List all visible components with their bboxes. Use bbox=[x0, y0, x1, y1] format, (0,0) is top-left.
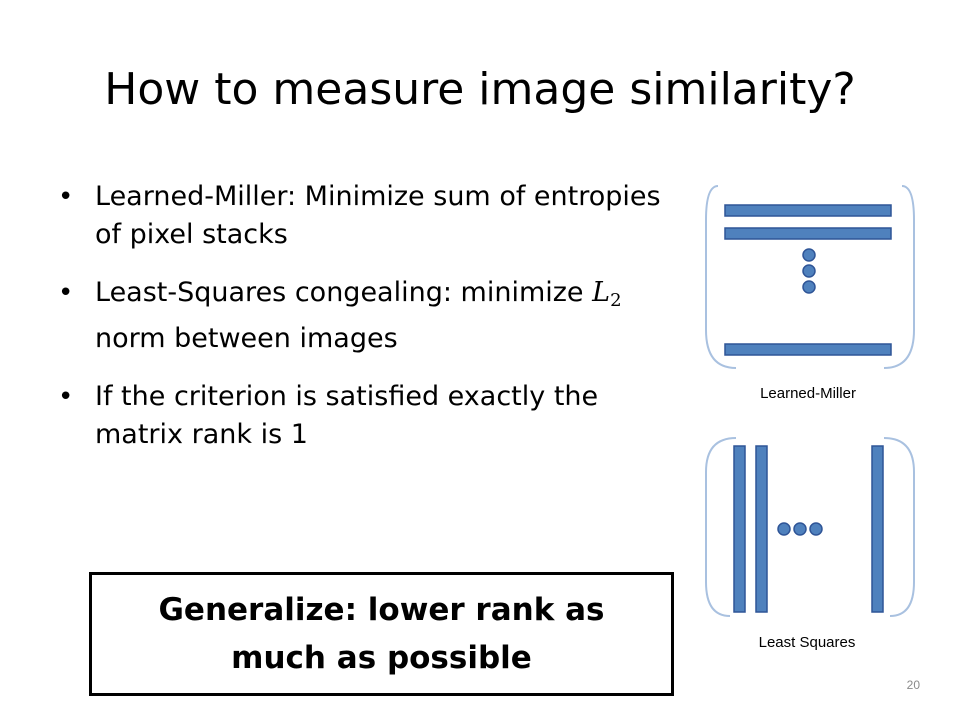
ellipsis-dot bbox=[777, 522, 791, 536]
bullet-text: If the criterion is satisfied exactly th… bbox=[95, 381, 599, 450]
bullet-text: norm between images bbox=[95, 323, 398, 354]
image-column bbox=[871, 445, 884, 613]
callout-text: Generalize: lower rank as much as possib… bbox=[158, 592, 605, 676]
left-bracket bbox=[705, 437, 737, 617]
image-bar bbox=[724, 204, 892, 217]
least-squares-caption: Least Squares bbox=[758, 634, 856, 651]
right-bracket bbox=[883, 437, 915, 617]
least-squares-diagram bbox=[705, 437, 915, 617]
bullet-list: Learned-Miller: Minimize sum of entropie… bbox=[58, 178, 678, 474]
ellipsis-dot bbox=[802, 280, 816, 294]
bullet-item: If the criterion is satisfied exactly th… bbox=[58, 378, 678, 454]
math-symbol: L2 bbox=[592, 277, 622, 311]
bullet-text: Learned-Miller: Minimize sum of entropie… bbox=[95, 181, 661, 250]
bullet-text: Least-Squares congealing: minimize bbox=[95, 277, 593, 308]
bullet-item: Least-Squares congealing: minimize L2 no… bbox=[58, 274, 678, 358]
image-bar bbox=[724, 227, 892, 240]
image-column bbox=[755, 445, 768, 613]
math-subscript: 2 bbox=[610, 290, 622, 311]
ellipsis-dot bbox=[809, 522, 823, 536]
ellipsis-dot bbox=[793, 522, 807, 536]
left-bracket bbox=[705, 185, 737, 369]
ellipsis-dot bbox=[802, 248, 816, 262]
learned-miller-diagram bbox=[705, 185, 915, 369]
image-column bbox=[733, 445, 746, 613]
image-bar bbox=[724, 343, 892, 356]
page-number: 20 bbox=[906, 678, 920, 692]
ellipsis-dot bbox=[802, 264, 816, 278]
bullet-item: Learned-Miller: Minimize sum of entropie… bbox=[58, 178, 678, 254]
callout-box: Generalize: lower rank as much as possib… bbox=[89, 572, 674, 696]
slide-title: How to measure image similarity? bbox=[104, 64, 856, 115]
learned-miller-caption: Learned-Miller bbox=[760, 385, 856, 402]
right-bracket bbox=[883, 185, 915, 369]
